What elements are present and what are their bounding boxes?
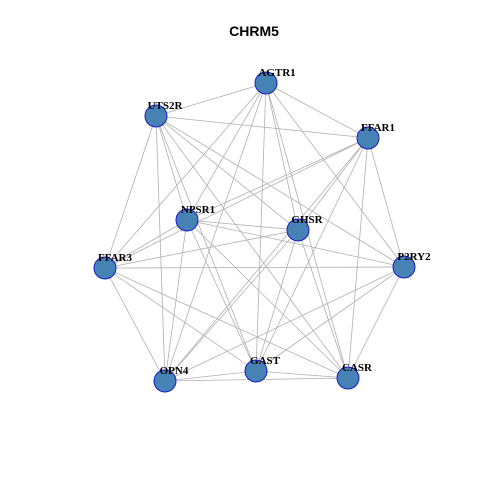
edge-uts2r-ffar3	[104, 115, 157, 269]
node-ffar1[interactable]: FFAR1	[356, 122, 395, 150]
node-label: UTS2R	[148, 100, 184, 112]
node-circle[interactable]	[93, 256, 117, 280]
edge-ffar1-gast	[255, 137, 369, 372]
node-circle[interactable]	[153, 369, 177, 393]
edge-p2ry2-opn4	[164, 266, 405, 382]
edge-ghsr-gast	[255, 229, 299, 372]
edge-uts2r-p2ry2	[155, 115, 405, 268]
edge-gast-opn4	[164, 370, 257, 382]
edge-uts2r-ghsr	[155, 115, 299, 231]
edge-agtr1-ffar3	[104, 82, 267, 269]
node-label: AGTR1	[258, 67, 295, 79]
node-label: GHSR	[291, 214, 323, 226]
edge-ffar1-npsr1	[186, 137, 369, 221]
edge-uts2r-casr	[155, 115, 349, 379]
edge-uts2r-opn4	[155, 115, 166, 382]
node-circle[interactable]	[175, 208, 199, 232]
edge-uts2r-gast	[155, 115, 257, 372]
edge-agtr1-uts2r	[155, 82, 267, 117]
edge-agtr1-ghsr	[265, 82, 299, 231]
node-circle[interactable]	[144, 104, 168, 128]
edge-ffar1-casr	[347, 137, 369, 379]
node-p2ry2[interactable]: P2RY2	[392, 251, 431, 279]
node-npsr1[interactable]: NPSR1	[175, 204, 215, 232]
edge-ghsr-ffar3	[104, 229, 299, 269]
node-circle[interactable]	[254, 71, 278, 95]
edge-agtr1-p2ry2	[265, 82, 405, 268]
node-uts2r[interactable]: UTS2R	[144, 100, 184, 128]
edge-ffar1-p2ry2	[367, 137, 405, 268]
node-label: FFAR1	[361, 122, 395, 134]
edge-npsr1-ffar3	[104, 219, 188, 269]
node-opn4[interactable]: OPN4	[153, 365, 189, 393]
node-label: CASR	[342, 362, 373, 374]
node-circle[interactable]	[336, 366, 360, 390]
node-label: OPN4	[160, 365, 189, 377]
edge-ffar1-ghsr	[297, 137, 369, 231]
node-agtr1[interactable]: AGTR1	[254, 67, 296, 95]
edge-agtr1-ffar1	[265, 82, 369, 139]
edge-agtr1-npsr1	[186, 82, 267, 221]
diagram-title: CHRM5	[229, 23, 279, 39]
edge-agtr1-opn4	[164, 82, 267, 382]
edge-gast-casr	[255, 370, 349, 379]
edge-uts2r-ffar1	[155, 115, 369, 139]
edge-ffar1-opn4	[164, 137, 369, 382]
node-circle[interactable]	[286, 218, 310, 242]
node-label: NPSR1	[181, 204, 215, 216]
edge-npsr1-gast	[186, 219, 257, 372]
node-circle[interactable]	[356, 126, 380, 150]
edge-ghsr-casr	[297, 229, 349, 379]
edge-ffar1-ffar3	[104, 137, 369, 269]
edge-p2ry2-gast	[255, 266, 405, 372]
edge-ffar3-casr	[104, 267, 349, 379]
node-casr[interactable]: CASR	[336, 362, 373, 390]
edge-ffar3-p2ry2	[104, 266, 405, 269]
node-circle[interactable]	[392, 255, 416, 279]
node-label: FFAR3	[98, 252, 133, 264]
node-label: GAST	[250, 355, 281, 367]
edge-npsr1-p2ry2	[186, 219, 405, 268]
edge-ghsr-opn4	[164, 229, 299, 382]
edge-layer	[104, 82, 405, 382]
edge-ffar3-opn4	[104, 267, 166, 382]
edge-p2ry2-casr	[347, 266, 405, 379]
node-gast[interactable]: GAST	[244, 355, 281, 383]
node-ffar3[interactable]: FFAR3	[93, 252, 133, 280]
edge-ffar3-gast	[104, 267, 257, 372]
node-label: P2RY2	[397, 251, 431, 263]
node-circle[interactable]	[244, 359, 268, 383]
edge-uts2r-npsr1	[155, 115, 188, 221]
node-ghsr[interactable]: GHSR	[286, 214, 324, 242]
edge-npsr1-ghsr	[186, 219, 299, 231]
